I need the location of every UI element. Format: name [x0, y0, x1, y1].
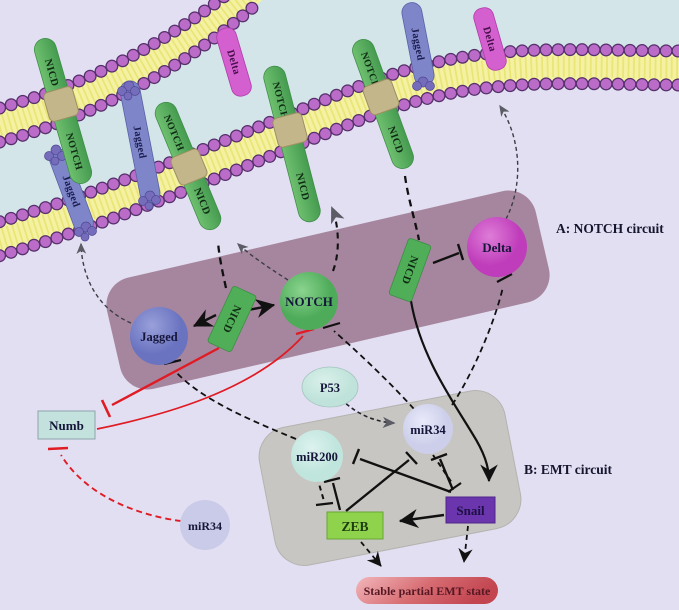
notch-receptor-4: NOTCH NICD: [352, 39, 414, 169]
cell-membrane-upper: [0, 0, 265, 149]
notch-receptor-1: NICD NOTCH: [33, 38, 93, 184]
arrow-p53-to-mir34: [340, 398, 396, 428]
snail-node: Snail: [445, 496, 496, 524]
tbar-nicd-inhibits-numb: [100, 399, 112, 418]
tbar-zeb-inhibits-mir34: [405, 451, 418, 465]
mir200-node-label: miR200: [296, 450, 338, 464]
arrow-nicd-node-to-membrane: [216, 241, 228, 289]
mir34-outer-node-label: miR34: [188, 519, 222, 533]
line-mir34-inhibits-numb: [60, 454, 182, 522]
tbar-mir200-inhibits-zeb: [315, 501, 334, 507]
notch-node: NOTCH: [280, 272, 338, 330]
jagged-ligand-b: Jagged: [117, 80, 161, 211]
jagged-a-end-blobs: [44, 144, 97, 242]
interaction-arrows: [47, 104, 519, 567]
line-zeb-inhibits-mir34: [345, 459, 410, 512]
line-zeb-inhibits-mir200: [331, 482, 342, 511]
mir34-outer-node: miR34: [180, 500, 230, 550]
jagged-node: Jagged: [130, 307, 188, 365]
tbar-snail-inhibits-mir200: [351, 448, 361, 465]
delta-ligand-right: Delta: [473, 7, 507, 71]
line-nicd-inhibits-numb: [111, 346, 220, 407]
emt-state-label: Stable partial EMT state: [364, 584, 491, 598]
arrow-notch-to-membrane-nicd-left: [236, 243, 289, 281]
jagged-ligand-a: Jagged: [44, 144, 97, 242]
p53-node: P53: [301, 366, 359, 408]
nicd-right-node: NICD: [388, 238, 432, 302]
receptor-2-transmembrane: [170, 148, 208, 186]
line-mir34-inhibits-snail: [432, 454, 453, 484]
line-mir34-inhibits-delta: [451, 286, 504, 406]
arrow-membrane-to-nicd-node: [403, 175, 421, 241]
zeb-node-label: ZEB: [341, 519, 368, 534]
zeb-node: ZEB: [326, 511, 384, 540]
emt-state-capsule: Stable partial EMT state: [356, 577, 498, 604]
line-nicd-inhibits-delta: [432, 251, 460, 265]
line-snail-inhibits-mir200: [359, 457, 452, 494]
numb-node: Numb: [37, 410, 96, 440]
receptor-4-transmembrane: [362, 78, 400, 116]
mir200-node: miR200: [291, 430, 343, 482]
emt-circuit-title: B: EMT circuit: [524, 462, 612, 477]
tbar-zeb-inhibits-mir200: [323, 476, 341, 484]
arrow-snail-to-emt-state: [458, 525, 473, 563]
p53-node-label: P53: [320, 381, 340, 395]
delta-node: Delta: [467, 217, 527, 277]
notch-receptor-3: NOTCH NICD: [263, 65, 321, 223]
arrow-jagged-node-to-membrane: [76, 242, 132, 324]
jagged-ligand-c: Jagged: [401, 2, 435, 91]
arrow-nicd-to-jagged: [192, 309, 217, 328]
mir34-node: miR34: [403, 404, 453, 454]
jagged-b-end-blobs: [117, 80, 161, 211]
snail-node-label: Snail: [456, 503, 485, 518]
arrow-nicd-to-snail: [409, 300, 498, 483]
numb-node-label: Numb: [49, 418, 84, 433]
delta-ligand-left: Delta: [216, 27, 252, 97]
arrow-nicd-to-notch: [247, 298, 276, 318]
tbar-mir34-inhibits-delta: [496, 273, 513, 283]
tbar-mir34-inhibits-notch: [322, 321, 341, 330]
arrow-notch-to-membrane-nicd-right: [331, 206, 345, 272]
tbar-nicd-inhibits-delta: [456, 243, 465, 261]
arrow-snail-to-zeb: [398, 509, 445, 529]
cell-membrane-lower: [0, 43, 679, 263]
tbar-snail-inhibits-mir34: [430, 452, 448, 462]
delta-node-label: Delta: [482, 240, 512, 255]
arrow-delta-node-to-membrane: [499, 104, 519, 220]
jagged-node-label: Jagged: [140, 330, 178, 344]
receptor-3-transmembrane: [272, 112, 308, 148]
mir34-node-label: miR34: [410, 423, 446, 437]
tbar-mir34-inhibits-numb: [47, 446, 69, 451]
jagged-c-end-blobs: [412, 76, 435, 91]
line-snail-inhibits-mir34: [438, 458, 455, 491]
receptor-1-transmembrane: [43, 86, 79, 122]
line-mir34-inhibits-notch: [333, 330, 415, 410]
line-mir200-inhibits-jagged: [175, 371, 297, 440]
tbar-mir34-inhibits-snail: [447, 482, 462, 493]
notch-node-label: NOTCH: [285, 294, 333, 309]
nicd-left-node: NICD: [207, 285, 257, 353]
notch-circuit-title: A: NOTCH circuit: [556, 221, 664, 236]
line-numb-inhibits-notch: [96, 335, 304, 430]
